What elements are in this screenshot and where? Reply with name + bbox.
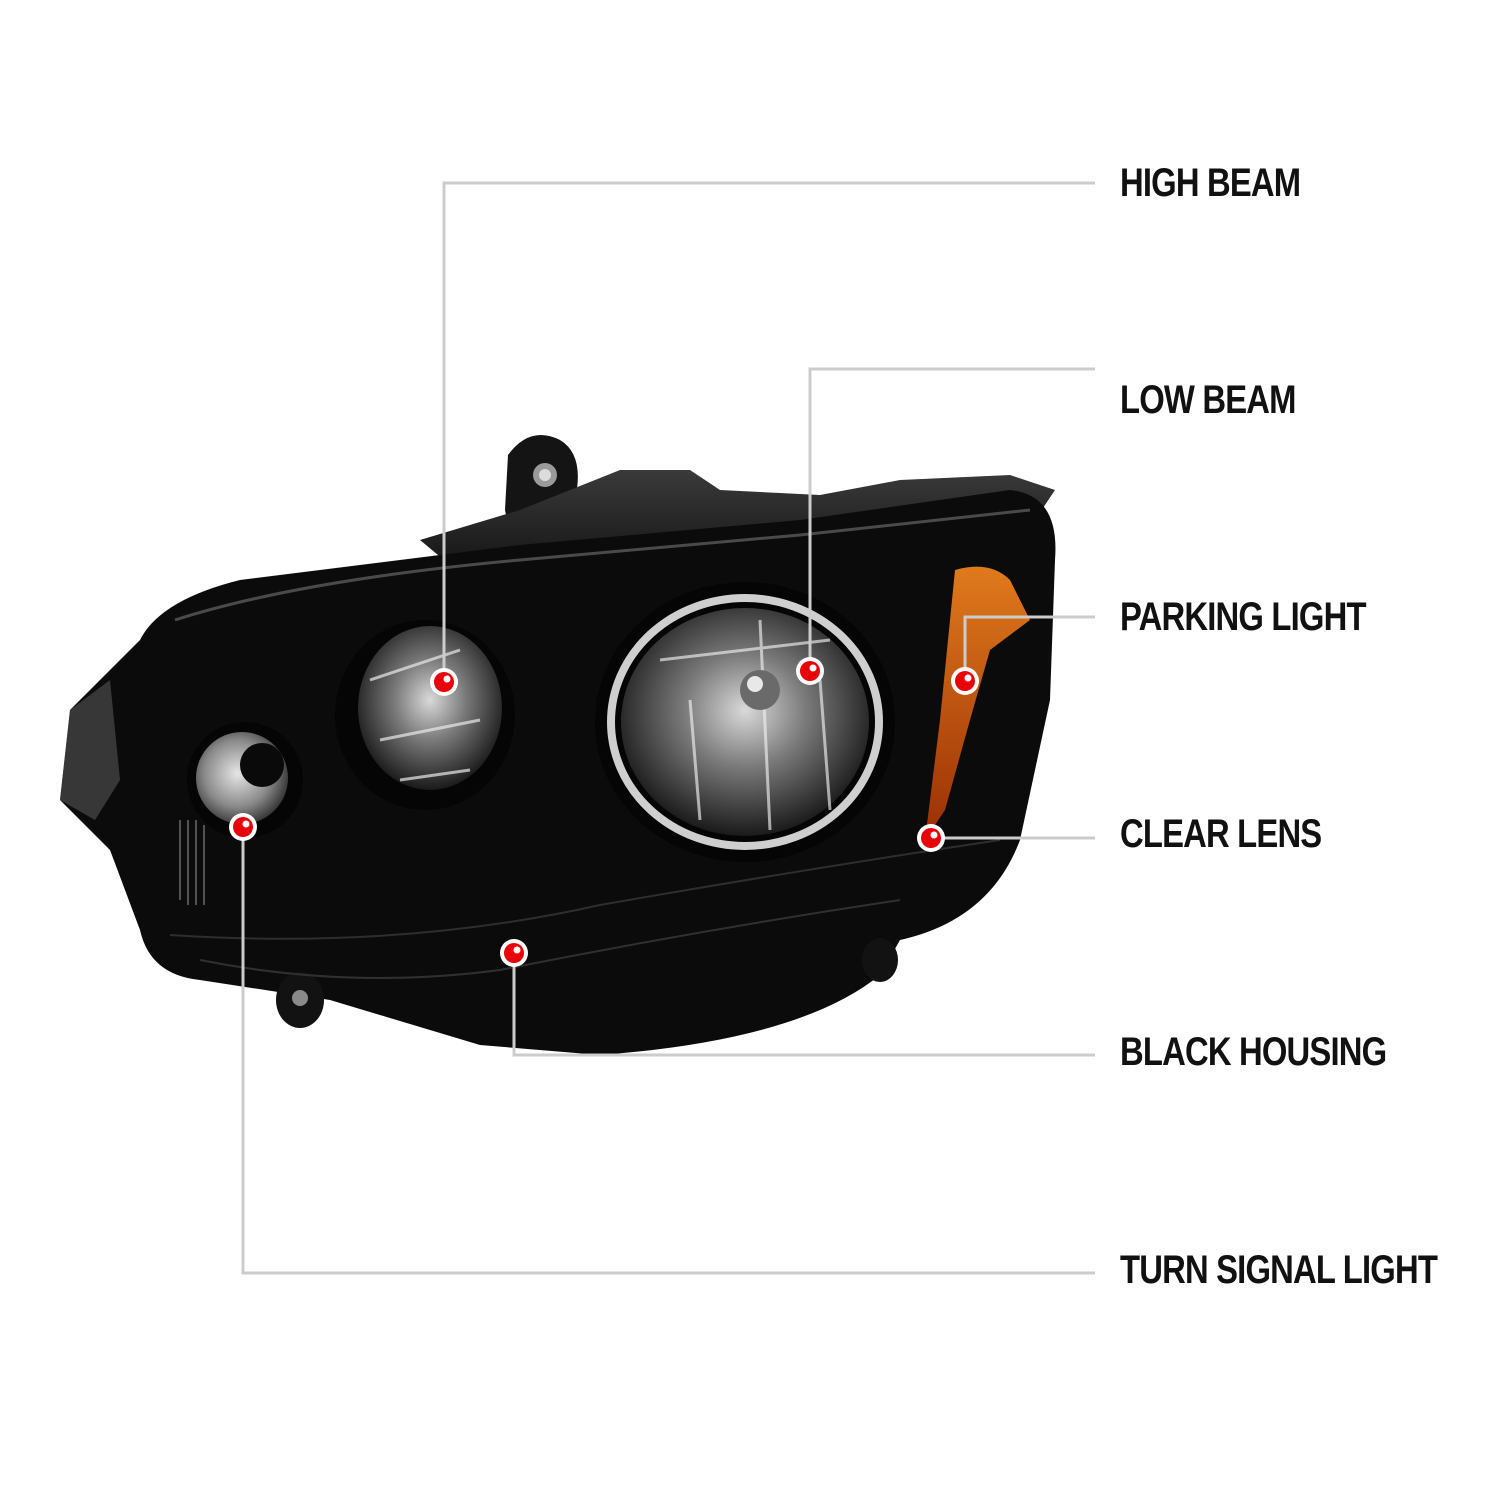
- parking-light-amber: [925, 566, 1030, 840]
- high-beam-lens: [335, 620, 515, 810]
- label-parking-light: PARKING LIGHT: [1120, 595, 1366, 639]
- label-high-beam: HIGH BEAM: [1120, 161, 1301, 205]
- label-low-beam: LOW BEAM: [1120, 378, 1296, 422]
- leader-lines: [241, 181, 1095, 1275]
- callout-dots: [229, 657, 979, 967]
- callout-dot-low-beam: [796, 657, 824, 685]
- callout-dot-parking-light: [951, 667, 979, 695]
- callout-dot-high-beam: [430, 668, 458, 696]
- label-turn-signal-light: TURN SIGNAL LIGHT: [1120, 1248, 1438, 1292]
- turn-signal-lens: [179, 722, 303, 905]
- callout-dot-clear-lens: [917, 824, 945, 852]
- callout-dot-turn-signal: [229, 813, 257, 841]
- callout-dot-black-housing: [500, 939, 528, 967]
- low-beam-lens: [595, 582, 895, 862]
- label-clear-lens: CLEAR LENS: [1120, 812, 1322, 856]
- mounting-tab-bottom: [276, 938, 898, 1028]
- label-black-housing: BLACK HOUSING: [1120, 1030, 1387, 1074]
